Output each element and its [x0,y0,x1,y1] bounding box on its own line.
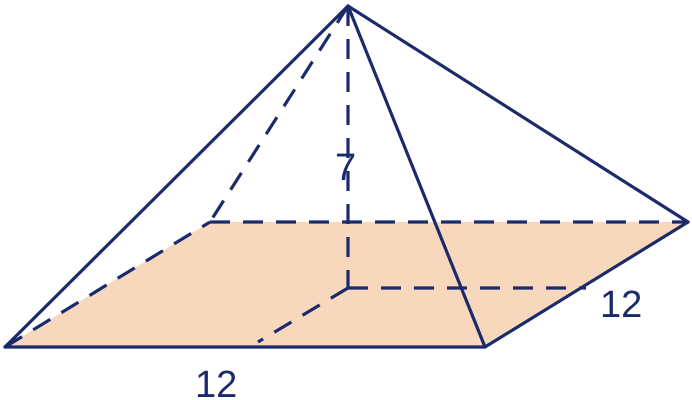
base-front-length-label: 12 [195,364,237,400]
lateral-edge-back-right [346,4,690,224]
base-right-edge [483,220,690,349]
base-midline-front [257,286,349,344]
lateral-edge-front-right [346,4,487,349]
height-label: 7 [335,147,356,189]
lateral-edge-front-left [3,4,350,349]
hidden-base-left-edge [4,220,211,349]
base-side-length-label: 12 [600,284,642,326]
hidden-lateral-edge-back-left [208,5,350,223]
